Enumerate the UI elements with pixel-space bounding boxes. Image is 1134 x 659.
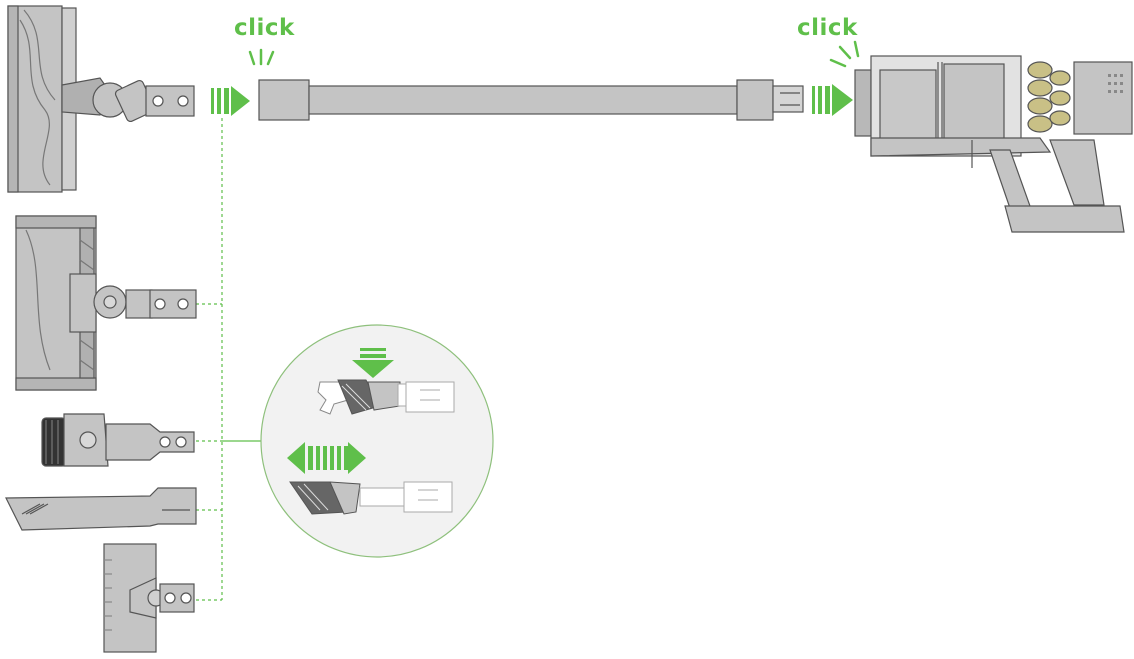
combination-tool-detail xyxy=(260,324,494,558)
click-spark-icon xyxy=(248,48,275,66)
click-arrow-icon xyxy=(211,86,250,116)
vacuum-main-body xyxy=(854,55,1133,233)
slide-double-arrow-icon xyxy=(287,442,366,474)
extension-wand xyxy=(258,79,804,121)
brush-tool xyxy=(41,413,195,467)
press-down-arrow-icon xyxy=(352,348,394,378)
motorbar-cleaner-head xyxy=(7,5,195,193)
crevice-tool xyxy=(5,487,197,531)
click-label-right: click xyxy=(797,15,858,41)
cleaner-head-alt xyxy=(15,215,197,391)
click-arrow-icon xyxy=(812,84,853,116)
click-label-left: click xyxy=(234,15,295,41)
mini-tool xyxy=(103,543,195,653)
tool-connector-lines xyxy=(190,118,262,601)
click-spark-icon xyxy=(829,40,860,68)
